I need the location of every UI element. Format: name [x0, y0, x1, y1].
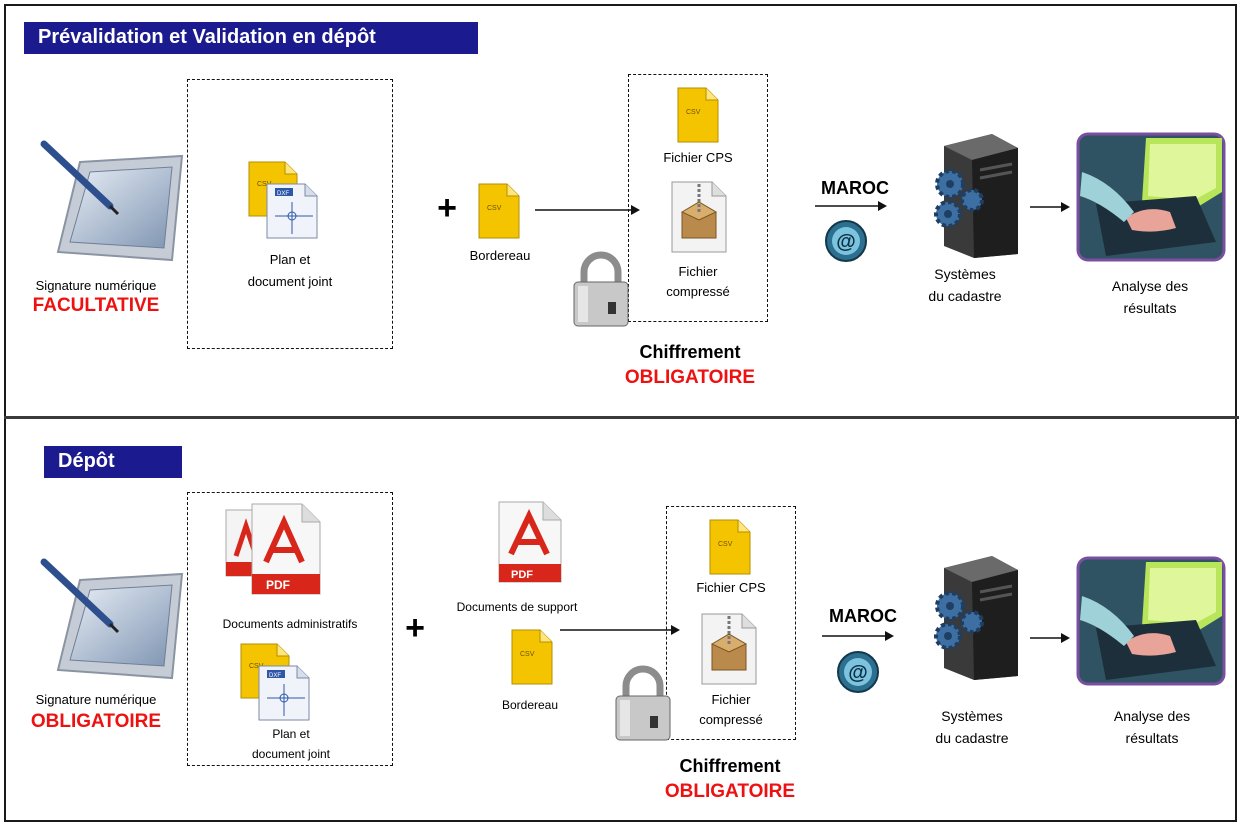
docs-support-label: Documents de support — [456, 600, 578, 614]
pdf-text: PDF — [266, 578, 290, 592]
server-gears-icon — [922, 552, 1022, 682]
arrow-to-analysis — [1030, 633, 1070, 643]
documents-box — [187, 492, 393, 766]
signature-label: Signature numérique — [35, 692, 157, 707]
padlock-icon — [568, 250, 634, 330]
fichier-cps-label: Fichier CPS — [663, 150, 733, 165]
fichier-compresse-line2: compressé — [666, 284, 730, 299]
signature-status: OBLIGATOIRE — [30, 711, 162, 732]
zip-archive-icon — [668, 178, 730, 254]
email-at-icon: @ — [836, 650, 880, 694]
section1-title: Prévalidation et Validation en dépôt — [24, 22, 478, 54]
fichier-compresse-line1: Fichier — [678, 264, 718, 279]
systemes-line1: Systèmes — [941, 708, 1003, 724]
at-text: @ — [836, 231, 856, 253]
plan-document-box — [187, 79, 393, 349]
plan-label-line1: Plan et — [272, 727, 310, 741]
server-gears-icon — [922, 130, 1022, 260]
chiffrement-status: OBLIGATOIRE — [664, 781, 796, 802]
docs-admin-label: Documents administratifs — [222, 617, 358, 631]
csv-text: CSV — [257, 181, 272, 188]
csv-dxf-files-icon: CSV DXF — [245, 158, 321, 240]
maroc-label: MAROC — [829, 606, 897, 626]
pdf-text: PDF — [511, 569, 533, 581]
plus-sign: + — [405, 609, 425, 647]
padlock-icon — [610, 664, 676, 744]
chiffrement-label: Chiffrement — [639, 342, 741, 362]
systemes-line1: Systèmes — [934, 266, 996, 282]
dxf-text: DXF — [277, 191, 289, 197]
pdf-support-icon: PDF — [495, 498, 567, 584]
fichier-compresse-line1: Fichier — [711, 692, 751, 707]
analyse-line1: Analyse des — [1111, 278, 1189, 294]
arrow-to-encryption — [535, 205, 640, 215]
plus-sign: + — [437, 189, 457, 227]
fichier-compresse-line2: compressé — [699, 712, 763, 727]
bordereau-csv-icon: CSV — [475, 180, 523, 240]
section2-title: Dépôt — [44, 446, 182, 478]
analysis-screen-icon — [1076, 556, 1226, 686]
signature-label: Signature numérique — [35, 278, 157, 293]
analysis-screen-icon — [1076, 132, 1226, 262]
at-text: @ — [848, 662, 868, 684]
signature-status: FACULTATIVE — [32, 295, 160, 316]
csv-text: CSV — [487, 205, 502, 212]
arrow-to-server — [815, 201, 887, 211]
bordereau-label: Bordereau — [469, 248, 531, 263]
email-at-icon: @ — [824, 219, 868, 263]
systemes-line2: du cadastre — [935, 730, 1009, 746]
fichier-cps-csv-icon: CSV — [674, 84, 722, 144]
dxf-text: DXF — [269, 673, 281, 679]
pdf-documents-icon: PDF — [222, 500, 338, 596]
csv-text: CSV — [249, 663, 264, 670]
arrow-to-analysis — [1030, 202, 1070, 212]
bordereau-label: Bordereau — [501, 698, 559, 712]
maroc-label: MAROC — [821, 178, 889, 198]
analyse-line1: Analyse des — [1113, 708, 1191, 724]
zip-archive-icon — [698, 610, 760, 686]
plan-label-line2: document joint — [247, 274, 333, 289]
chiffrement-status: OBLIGATOIRE — [624, 367, 756, 388]
plan-label-line2: document joint — [251, 747, 331, 761]
analyse-line2: résultats — [1125, 730, 1179, 746]
analyse-line2: résultats — [1123, 300, 1177, 316]
fichier-cps-label: Fichier CPS — [696, 580, 766, 595]
bordereau-csv-icon: CSV — [508, 626, 556, 686]
tablet-pen-icon — [40, 140, 190, 270]
outer-frame — [4, 4, 1237, 822]
plan-label-line1: Plan et — [269, 252, 311, 267]
csv-text: CSV — [718, 541, 733, 548]
fichier-cps-csv-icon: CSV — [706, 516, 754, 576]
encrypted-package-box — [628, 74, 768, 322]
tablet-pen-icon — [40, 558, 190, 688]
systemes-line2: du cadastre — [928, 288, 1002, 304]
arrow-to-encryption — [560, 625, 680, 635]
arrow-to-server — [822, 631, 894, 641]
csv-text: CSV — [520, 651, 535, 658]
section-divider — [4, 416, 1239, 419]
chiffrement-label: Chiffrement — [679, 756, 781, 776]
csv-text: CSV — [686, 109, 701, 116]
csv-dxf-files-icon: CSV DXF — [237, 640, 313, 722]
encrypted-package-box — [666, 506, 796, 740]
